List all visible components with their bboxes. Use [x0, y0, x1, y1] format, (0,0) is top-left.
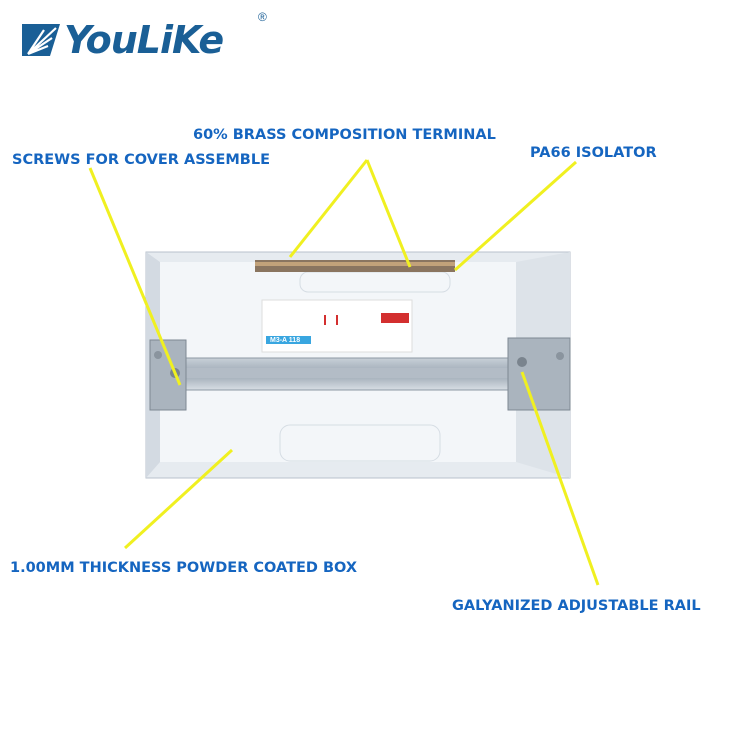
right-bracket: [507, 337, 571, 411]
product-label: [261, 299, 413, 353]
logo-mark-icon: [22, 24, 60, 56]
brass-terminal-strip: [255, 260, 455, 272]
annotation-box: 1.00MM THICKNESS POWDER COATED BOX: [10, 560, 358, 576]
product-model-label: M3-A 118: [270, 337, 301, 344]
annotation-isolator: PA66 ISOLATOR: [530, 145, 657, 161]
annotation-rail: GALYANIZED ADJUSTABLE RAIL: [452, 598, 701, 614]
din-rail: [164, 357, 536, 391]
left-bracket: [149, 339, 187, 411]
annotation-brass-terminal: 60% BRASS COMPOSITION TERMINAL: [193, 127, 496, 143]
brand-name: YouLiKe: [64, 18, 224, 62]
brand-logo: YouLiKe: [20, 18, 224, 62]
annotation-screws: SCREWS FOR COVER ASSEMBLE: [12, 152, 270, 168]
registered-mark: ®: [258, 10, 267, 24]
leader-lines: [88, 159, 600, 586]
